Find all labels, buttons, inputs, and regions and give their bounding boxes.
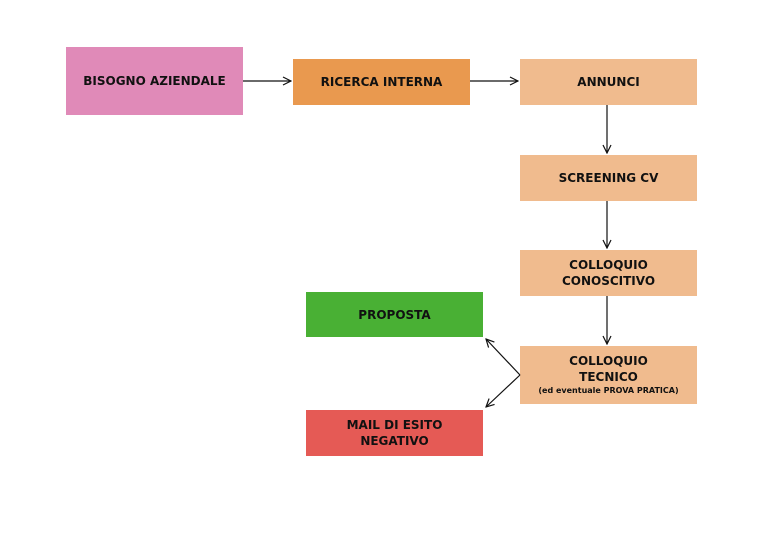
- arrow-tecnico-to-proposta: [486, 339, 521, 376]
- node-note: (ed eventuale PROVA PRATICA): [538, 386, 679, 395]
- node-label-line-2: TECNICO: [579, 370, 638, 384]
- node-label: BISOGNO AZIENDALE: [83, 74, 226, 88]
- node-label-line-2: CONOSCITIVO: [561, 274, 656, 288]
- node-proposta: PROPOSTA: [306, 292, 483, 337]
- node-screening-cv: SCREENING CV: [520, 155, 697, 201]
- node-label: PROPOSTA: [358, 307, 431, 322]
- node-label-line-1: COLLOQUIO: [569, 258, 648, 272]
- node-label-line-2: NEGATIVO: [360, 434, 429, 448]
- node-label-line-1: COLLOQUIO: [569, 354, 648, 368]
- node-bisogno-aziendale: BISOGNO AZIENDALE: [66, 47, 243, 115]
- node-ricerca-interna: RICERCA INTERNA: [293, 59, 470, 105]
- node-colloquio-tecnico: COLLOQUIO TECNICO (ed eventuale PROVA PR…: [520, 346, 697, 404]
- arrow-tecnico-to-mail: [486, 374, 521, 407]
- node-label: ANNUNCI: [577, 75, 640, 89]
- node-annunci: ANNUNCI: [520, 59, 697, 105]
- node-label: RICERCA INTERNA: [320, 75, 443, 89]
- node-label-line-1: MAIL DI ESITO: [346, 418, 443, 432]
- node-colloquio-conoscitivo: COLLOQUIO CONOSCITIVO: [520, 250, 697, 296]
- node-label: SCREENING CV: [558, 171, 659, 185]
- node-mail-esito-negativo: MAIL DI ESITO NEGATIVO: [306, 410, 483, 456]
